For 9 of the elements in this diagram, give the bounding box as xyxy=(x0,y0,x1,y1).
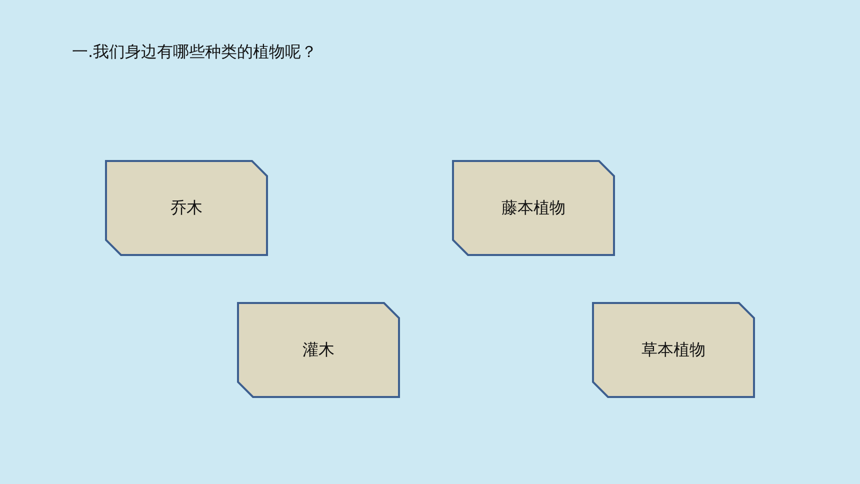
clipped-corner-box xyxy=(452,160,615,256)
clipped-corner-box xyxy=(105,160,268,256)
clipped-corner-box xyxy=(592,302,755,398)
box-label: 草本植物 xyxy=(642,340,706,360)
heading: 一.我们身边有哪些种类的植物呢？ xyxy=(72,42,318,63)
box-label: 灌木 xyxy=(302,340,334,360)
box-label: 藤本植物 xyxy=(502,198,566,218)
box-label: 乔木 xyxy=(170,198,202,218)
clipped-corner-box xyxy=(237,302,400,398)
